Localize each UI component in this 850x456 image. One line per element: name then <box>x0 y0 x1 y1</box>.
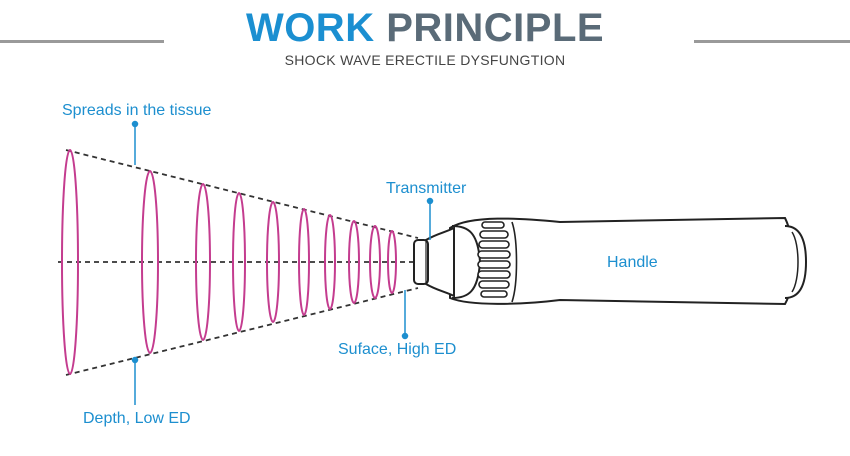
transmitter-tip <box>413 239 429 285</box>
depth-leader-dot <box>131 356 139 364</box>
page-subtitle: SHOCK WAVE ERECTILE DYSFUNGTION <box>284 52 566 68</box>
title-word-principle: PRINCIPLE <box>386 6 605 50</box>
grip-slot <box>477 260 511 269</box>
shock-wave-ring <box>387 230 397 294</box>
title-word-work: WORK <box>245 6 375 50</box>
end-cap-line <box>791 231 799 293</box>
shock-wave-group <box>61 149 397 375</box>
shock-wave-ring <box>348 220 360 304</box>
surface-leader-dot <box>401 332 409 340</box>
handle-end-cap <box>784 225 808 299</box>
label-surface-high-ed: Suface, High ED <box>338 341 457 358</box>
shock-wave-ring <box>369 225 381 299</box>
shock-wave-ring <box>61 149 79 375</box>
cone-lower-line <box>65 287 419 376</box>
grip-slot <box>480 290 508 298</box>
label-handle: Handle <box>607 254 658 271</box>
grip-slot <box>477 250 511 259</box>
grip-slot <box>477 270 511 279</box>
grip-slots <box>477 221 511 298</box>
transmitter-head <box>425 226 455 298</box>
grip-slot <box>478 280 510 289</box>
label-spreads-in-tissue: Spreads in the tissue <box>62 102 212 119</box>
shock-wave-ring <box>324 214 336 310</box>
grip-slot <box>479 230 509 239</box>
cone-upper-line <box>65 149 419 239</box>
header-rule-right <box>694 40 850 43</box>
label-depth-low-ed: Depth, Low ED <box>83 410 191 427</box>
grip-slot <box>478 240 510 249</box>
shock-wave-ring <box>266 201 280 323</box>
label-transmitter: Transmitter <box>386 180 467 197</box>
header-rule-left <box>0 40 164 43</box>
transmitter-leader-dot <box>426 197 434 205</box>
grip-back-line <box>511 221 518 303</box>
shock-wave-ring <box>298 208 310 316</box>
shock-wave-ring <box>232 192 246 332</box>
shock-wave-ring <box>141 170 159 354</box>
grip-slot <box>481 221 505 229</box>
page-title: WORK PRINCIPLE <box>0 6 850 51</box>
spreads-leader-dot <box>131 120 139 128</box>
shock-wave-ring <box>195 183 211 341</box>
